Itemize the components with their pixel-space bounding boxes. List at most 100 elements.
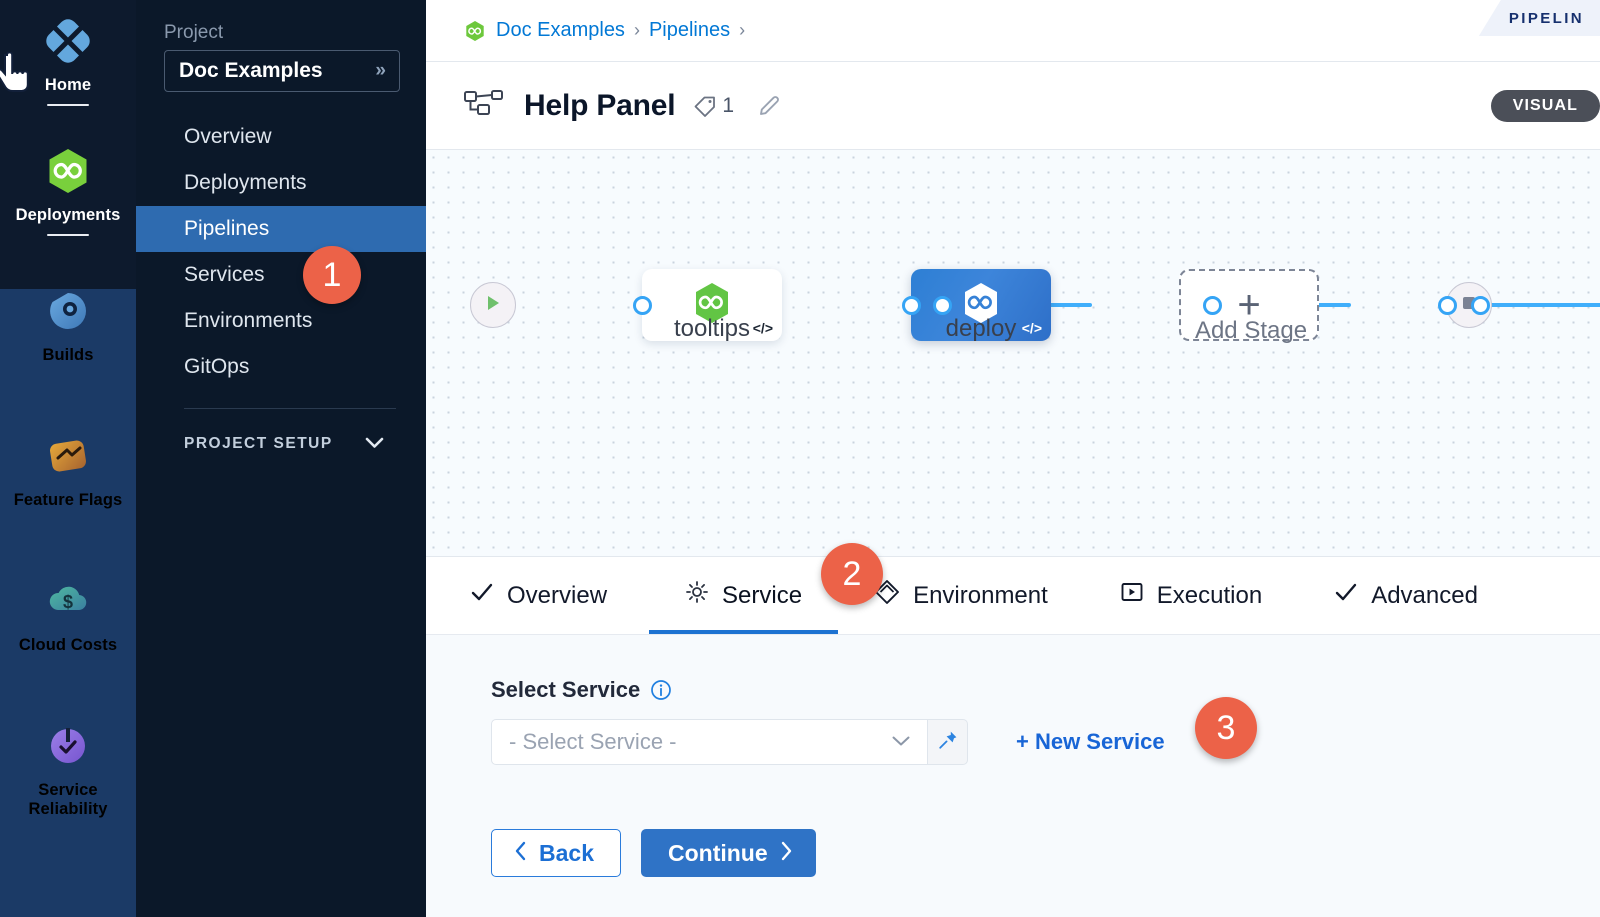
breadcrumb-link-pipelines[interactable]: Pipelines — [648, 19, 731, 41]
project-section-label: Project — [164, 22, 224, 43]
rail-item-label: Cloud Costs — [18, 636, 118, 654]
main-content: Doc Examples › Pipelines › PIPELIN Hel — [426, 0, 1600, 917]
sidebar-item-label: GitOps — [184, 355, 250, 378]
project-setup-section[interactable]: PROJECT SETUP — [136, 409, 426, 453]
connector-port[interactable] — [1203, 295, 1222, 315]
gear-icon — [685, 580, 709, 611]
project-setup-label: PROJECT SETUP — [184, 435, 333, 452]
form-action-buttons: Back Continue — [491, 829, 1600, 877]
chevron-right-icon — [779, 840, 793, 867]
rail-lower-items: Builds Feature Flags — [0, 274, 136, 864]
rail-item-feature-flags[interactable]: Feature Flags — [0, 429, 136, 574]
project-selector[interactable]: Doc Examples » — [164, 50, 400, 92]
callout-badge-1: 1 — [303, 246, 361, 304]
breadcrumb: Doc Examples › Pipelines › — [463, 19, 745, 43]
sidebar-item-deployments[interactable]: Deployments — [136, 160, 426, 206]
select-service-row: - Select Service - + New Service — [491, 719, 1600, 765]
project-sidebar: Project Doc Examples » Overview Deployme… — [136, 0, 426, 917]
project-selector-value: Doc Examples — [179, 59, 323, 82]
stage-tab-bar: Overview Service — [426, 557, 1600, 635]
sidebar-item-services[interactable]: Services — [136, 252, 426, 298]
sidebar-item-label: Environments — [184, 309, 313, 332]
pin-service-button[interactable] — [928, 719, 968, 765]
sidebar-divider — [184, 408, 396, 409]
callout-badge-3: 3 — [1195, 697, 1257, 759]
continue-button[interactable]: Continue — [640, 829, 816, 877]
stage-node-deploy[interactable]: </> deploy — [911, 269, 1051, 342]
rail-item-label: Feature Flags — [13, 491, 123, 509]
select-service-label: Select Service — [491, 677, 641, 702]
pencil-icon[interactable] — [756, 93, 782, 119]
add-stage-label: Add Stage — [1194, 317, 1308, 344]
rail-upper-panel: Home Deployments — [0, 0, 136, 274]
back-button[interactable]: Back — [491, 829, 621, 877]
tab-label: Advanced — [1371, 581, 1478, 609]
sidebar-item-label: Overview — [184, 125, 272, 148]
sidebar-item-label: Services — [184, 263, 265, 286]
info-icon[interactable] — [650, 679, 672, 701]
harness-hexagon-icon — [41, 144, 95, 198]
harness-hexagon-green-icon — [689, 280, 735, 331]
page-title: Help Panel — [524, 88, 676, 122]
sidebar-item-overview[interactable]: Overview — [136, 114, 426, 160]
breadcrumb-link-doc-examples[interactable]: Doc Examples — [496, 19, 625, 41]
service-reliability-icon — [41, 719, 95, 773]
harness-hexagon-white-icon — [958, 280, 1004, 331]
rail-item-home[interactable]: Home — [0, 14, 136, 144]
tab-environment[interactable]: Environment — [838, 557, 1084, 634]
stage-label: deploy — [945, 315, 1017, 342]
add-stage-node[interactable]: + Add Stage — [1179, 269, 1319, 344]
mode-badge-visual[interactable]: VISUAL — [1490, 89, 1600, 122]
tab-overview[interactable]: Overview — [470, 557, 649, 634]
connector-port[interactable] — [902, 295, 921, 315]
tag-count: 1 — [722, 93, 735, 117]
sidebar-item-gitops[interactable]: GitOps — [136, 344, 426, 390]
pipeline-title-bar: Help Panel 1 VISUAL — [426, 62, 1600, 150]
tab-service[interactable]: Service — [649, 557, 839, 634]
pipeline-canvas[interactable]: </> tooltips </> deploy — [426, 150, 1600, 557]
rail-item-builds[interactable]: Builds — [0, 284, 136, 429]
home-diamond-icon — [41, 14, 95, 68]
chevron-down-icon — [891, 732, 911, 752]
breadcrumb-bar: Doc Examples › Pipelines › PIPELIN — [426, 0, 1600, 62]
select-service-label-row: Select Service — [491, 677, 1600, 703]
rail-item-service-reliability[interactable]: Service Reliability — [0, 719, 136, 864]
back-button-label: Back — [539, 839, 594, 866]
breadcrumb-separator: › — [633, 20, 640, 40]
project-nav-list: Overview Deployments Pipelines Services … — [136, 114, 426, 390]
rail-item-deployments[interactable]: Deployments — [0, 144, 136, 274]
check-icon — [1334, 581, 1358, 610]
sidebar-item-environments[interactable]: Environments — [136, 298, 426, 344]
new-service-link[interactable]: + New Service — [1016, 729, 1165, 754]
connector-port[interactable] — [633, 295, 652, 315]
chevron-down-icon — [365, 436, 384, 453]
sidebar-item-label: Pipelines — [184, 217, 270, 240]
connector-port[interactable] — [933, 295, 952, 315]
start-node[interactable] — [470, 282, 516, 328]
check-icon — [470, 581, 494, 610]
pin-icon — [937, 729, 959, 756]
play-icon — [483, 293, 503, 318]
tab-execution[interactable]: Execution — [1084, 557, 1298, 634]
sidebar-item-label: Deployments — [184, 171, 307, 194]
pipeline-studio-tab-label: PIPELIN — [1508, 9, 1584, 27]
sidebar-item-pipelines[interactable]: Pipelines — [136, 206, 426, 252]
connector-wire — [1479, 303, 1600, 307]
tag-count-badge[interactable]: 1 — [692, 93, 734, 119]
cloud-costs-icon: $ — [41, 574, 95, 628]
harness-hexagon-icon — [463, 19, 487, 43]
pipeline-studio-tab[interactable]: PIPELIN — [1478, 0, 1600, 36]
tab-advanced[interactable]: Advanced — [1298, 557, 1514, 634]
connector-port[interactable] — [1438, 295, 1457, 315]
rail-item-label: Service Reliability — [28, 781, 108, 819]
code-marker-icon: </> — [752, 320, 773, 336]
connector-port[interactable] — [1471, 295, 1490, 315]
code-marker-icon: </> — [1021, 320, 1042, 336]
svg-text:$: $ — [63, 592, 73, 612]
tab-label: Environment — [913, 581, 1048, 609]
rail-item-cloud-costs[interactable]: $ Cloud Costs — [0, 574, 136, 719]
play-box-icon — [1120, 581, 1144, 610]
plus-icon: + — [1237, 283, 1261, 327]
stage-node-tooltips[interactable]: </> tooltips — [642, 269, 782, 342]
select-service-input[interactable]: - Select Service - — [491, 719, 928, 765]
